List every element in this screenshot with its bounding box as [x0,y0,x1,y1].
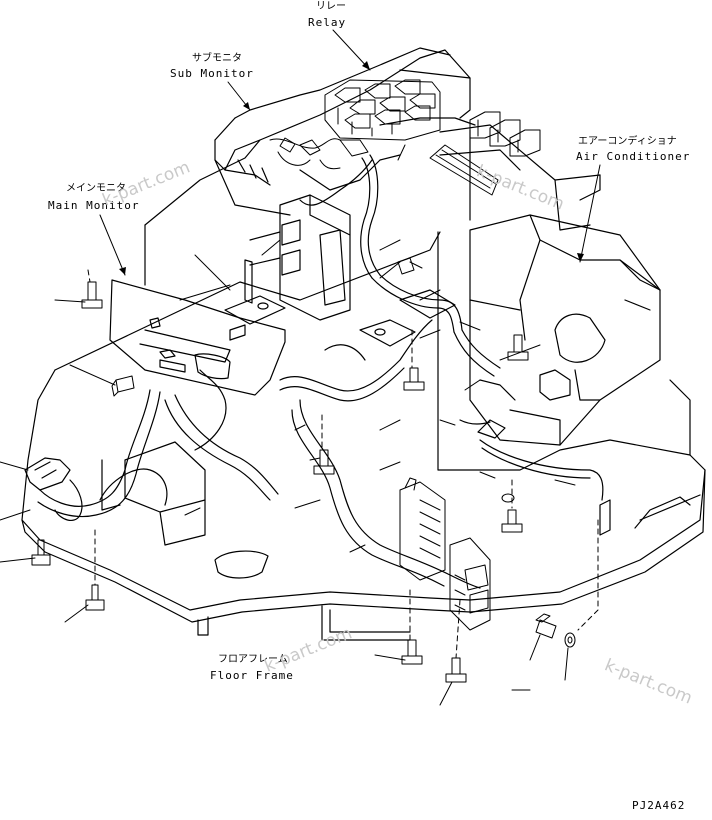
leader-lines [0,29,601,706]
bolt-7 [397,257,423,275]
main-harness [24,154,604,589]
floor-frame [21,231,706,641]
bolts [31,257,576,683]
main-monitor [109,279,286,396]
sub-monitor [269,137,369,170]
relay-label: Relay [308,16,347,29]
bolt-11 [445,657,467,683]
bolt-6 [403,367,425,391]
relay-label-jp: リレー [316,1,346,12]
floor-frame-label: Floor Frame [210,669,294,682]
fuse-box [399,477,491,631]
bolt-2 [111,375,135,397]
air-conditioner-label-jp: エアーコンディショナ [578,136,677,147]
main-monitor-label-jp: メインモニタ [66,183,126,194]
floor-frame-label-jp: フロアフレーム [218,654,288,665]
arrowheads [119,61,584,275]
air-conditioner-label: Air Conditioner [576,150,691,163]
drawing-code: PJ2A462 [632,799,686,812]
bolt-1 [81,281,103,309]
bolt-5 [313,449,335,475]
relay-bank [324,79,541,196]
main-monitor-label: Main Monitor [48,199,140,212]
sub-monitor-label-jp: サブモニタ [192,53,242,64]
bolt-4 [85,584,105,611]
sub-monitor-label: Sub Monitor [170,67,254,80]
controller-bracket [224,194,351,341]
washer [564,632,576,648]
bolt-12 [535,613,557,639]
dashed-lines [87,269,599,659]
washer-2 [501,493,515,503]
bolt-3 [31,539,51,566]
bolt-10 [401,639,423,665]
cab-rear-panel [144,47,601,286]
air-conditioner [469,214,661,446]
bolt-9 [501,509,523,533]
